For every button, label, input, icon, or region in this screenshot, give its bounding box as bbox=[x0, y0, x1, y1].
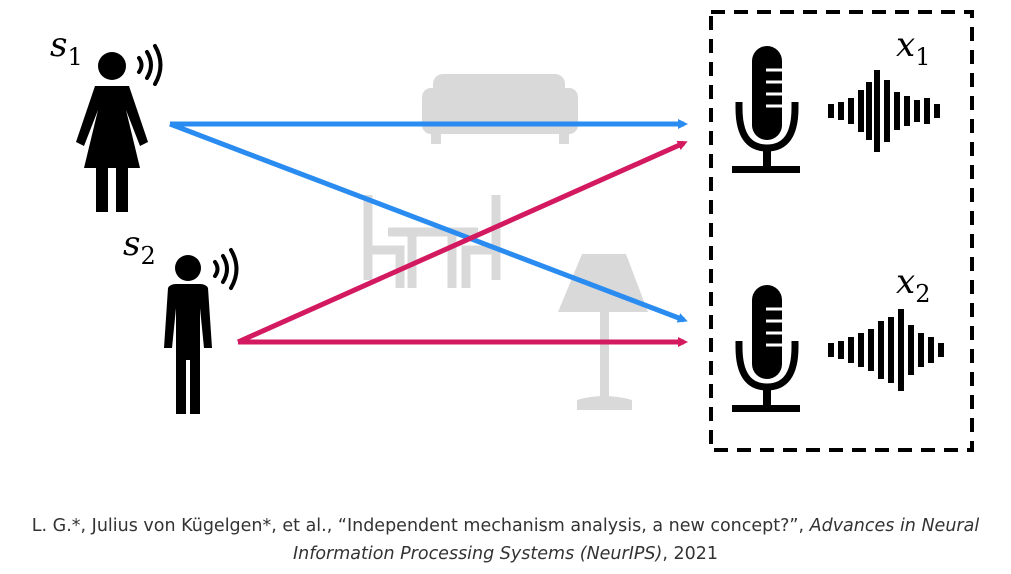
sofa-icon bbox=[422, 74, 578, 144]
source-label-s2: s2 bbox=[123, 224, 156, 270]
citation-authors: L. G.*, Julius von Kügelgen*, et al., bbox=[31, 516, 338, 536]
microphone-icon bbox=[732, 46, 800, 173]
diagram: s1 s2 bbox=[50, 10, 974, 452]
man-speaking-icon bbox=[164, 255, 212, 414]
citation-title: “Independent mechanism analysis, a new c… bbox=[337, 516, 810, 536]
citation-venue-line1: Advances in Neural bbox=[809, 516, 980, 536]
waveform-icon bbox=[828, 309, 944, 391]
sound-waves-icon bbox=[213, 248, 239, 290]
sound-waves-icon bbox=[137, 44, 163, 86]
citation-caption: L. G.*, Julius von Kügelgen*, et al., “I… bbox=[0, 512, 1011, 568]
observation-label-x2: x2 bbox=[896, 262, 930, 308]
observation-box bbox=[709, 10, 974, 452]
mixing-arrows bbox=[169, 119, 688, 347]
microphone-icon bbox=[732, 285, 800, 412]
dining-table-icon bbox=[363, 195, 501, 288]
source-label-s1: s1 bbox=[50, 25, 83, 71]
citation-year: , 2021 bbox=[662, 544, 719, 564]
arrow-s2-x1 bbox=[236, 140, 688, 345]
observation-label-x1: x1 bbox=[896, 25, 930, 71]
citation-venue-line2: Information Processing Systems (NeurIPS) bbox=[292, 544, 663, 564]
waveform-icon bbox=[828, 70, 940, 152]
arrow-s1-x2 bbox=[169, 121, 688, 323]
woman-speaking-icon bbox=[76, 52, 148, 212]
